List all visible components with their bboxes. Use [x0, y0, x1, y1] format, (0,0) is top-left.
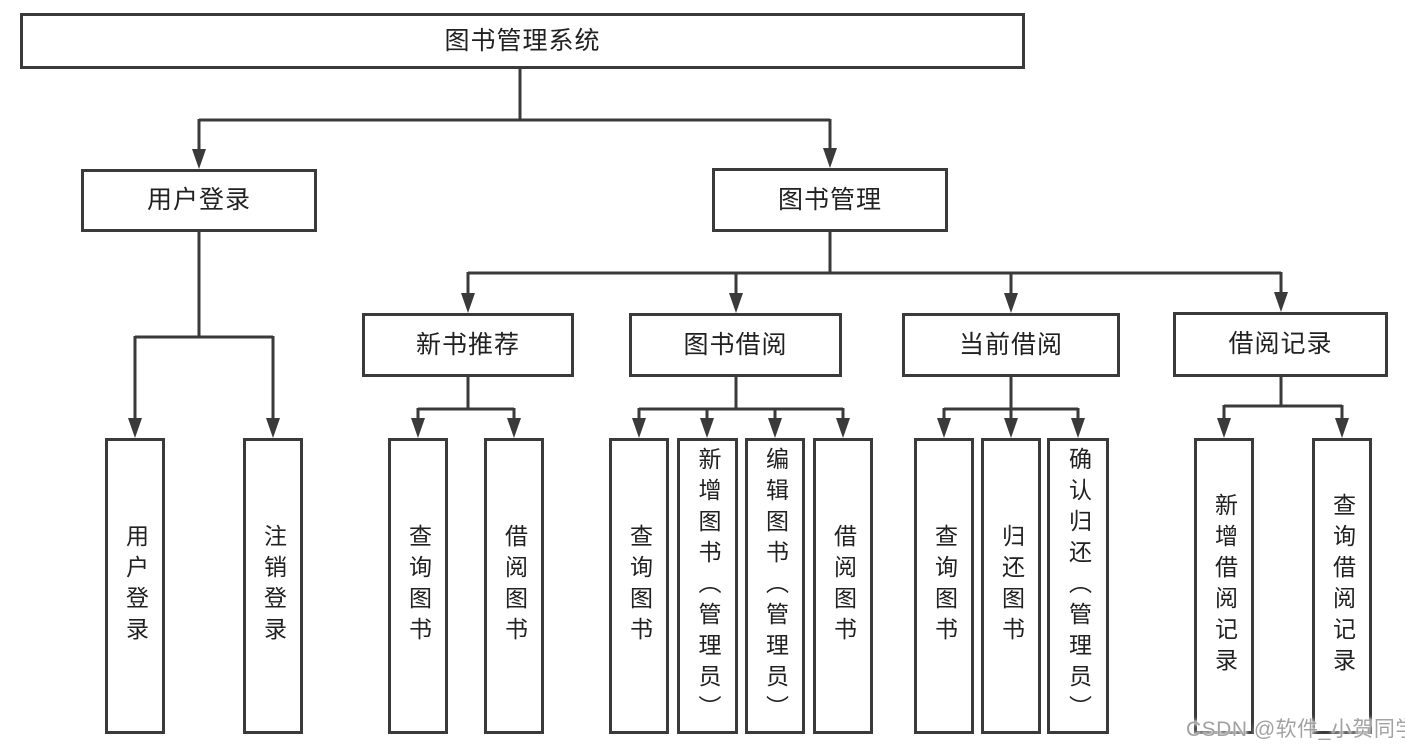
leaf-return-books: 归还图书 [981, 438, 1041, 734]
leaf-borrow-books: 借阅图书 [813, 438, 873, 734]
node-current-borrow: 当前借阅 [902, 313, 1120, 377]
arrowheads [128, 148, 1349, 438]
leaf-query-books-recommend: 查询图书 [388, 438, 448, 734]
node-root-library-system: 图书管理系统 [20, 13, 1025, 69]
node-book-borrow: 图书借阅 [629, 313, 842, 377]
leaf-query-books-borrow: 查询图书 [609, 438, 669, 734]
node-book-management-branch: 图书管理 [712, 168, 948, 232]
csdn-watermark: CSDN @软件_小贺同学 [1186, 718, 1405, 741]
node-new-book-recommend: 新书推荐 [362, 313, 574, 377]
leaf-user-login: 用户登录 [105, 438, 165, 734]
leaf-confirm-return-admin: 确认归还（管理员） [1047, 438, 1109, 734]
leaf-borrow-books-recommend: 借阅图书 [484, 438, 544, 734]
leaf-query-borrow-record: 查询借阅记录 [1312, 438, 1372, 734]
leaf-add-borrow-record: 新增借阅记录 [1194, 438, 1254, 734]
node-borrow-records: 借阅记录 [1173, 312, 1388, 377]
leaf-edit-books-admin: 编辑图书（管理员） [745, 438, 805, 734]
leaf-logout: 注销登录 [243, 438, 303, 734]
node-user-login-branch: 用户登录 [81, 169, 317, 232]
leaf-query-books-current: 查询图书 [914, 438, 974, 734]
leaf-add-books-admin: 新增图书（管理员） [677, 438, 738, 734]
connector-strokes [133, 69, 1344, 419]
